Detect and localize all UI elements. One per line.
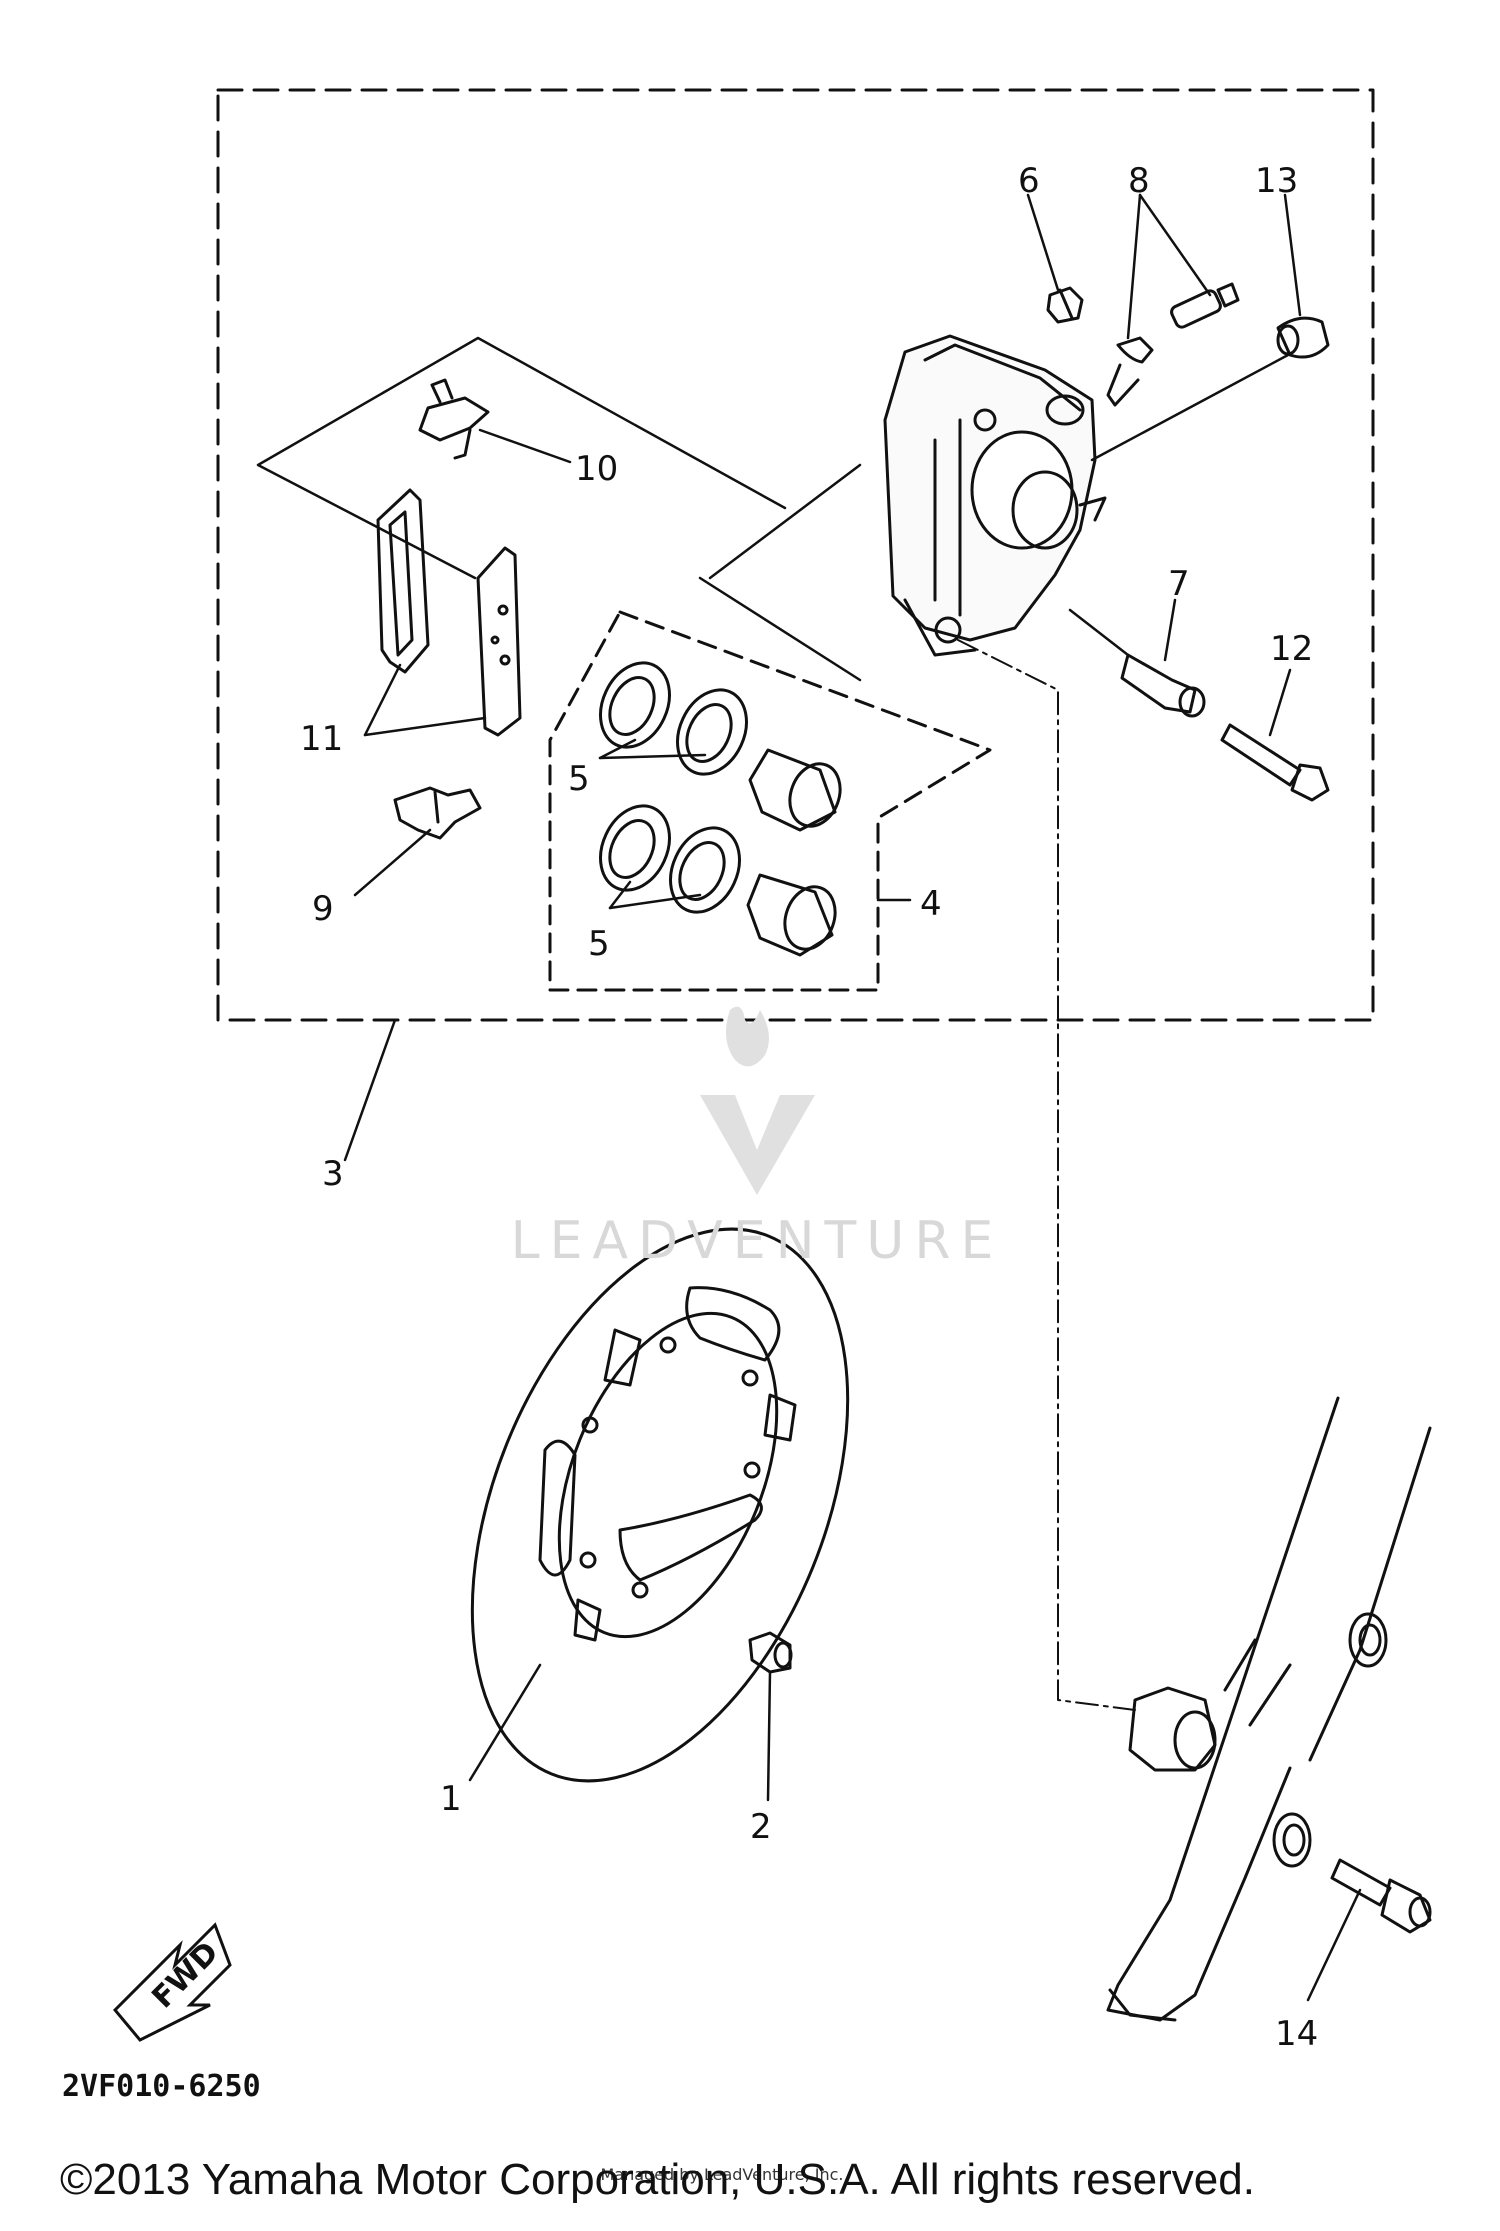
seal-kit-box (548, 610, 992, 992)
callout-13: 13 (1255, 161, 1298, 201)
callout-10: 10 (575, 449, 618, 489)
forward-arrow: FWD (112, 1922, 232, 2042)
pad-plane-outline (256, 336, 862, 682)
watermark-brand: LEADVENTURE (511, 1211, 1004, 1271)
callout-9: 9 (312, 889, 334, 929)
callout-6: 6 (1018, 161, 1040, 201)
callout-2: 2 (750, 1807, 772, 1847)
disc-screw (748, 1631, 793, 1674)
piston-seals-lower (599, 804, 741, 914)
assembly-centerline (957, 639, 1136, 1711)
copyright-notice: ©2013 Yamaha Motor Corporation, U.S.A. A… (60, 2155, 1255, 2204)
callout-5-upper: 5 (568, 759, 590, 799)
pad-support (393, 786, 482, 840)
pad-spring (418, 378, 490, 460)
callout-14: 14 (1275, 2014, 1318, 2054)
piston-seals-upper (599, 661, 748, 776)
brake-caliper (883, 334, 1107, 657)
callout-5-lower: 5 (588, 924, 610, 964)
front-fork (1106, 1396, 1432, 2022)
watermark: LEADVENTURE Managed by LeadVenture, Inc. (511, 1006, 1004, 2184)
diagram-code: 2VF010-6250 (62, 2069, 261, 2104)
callout-12: 12 (1270, 629, 1313, 669)
callout-8: 8 (1128, 161, 1150, 201)
callout-7: 7 (1168, 564, 1190, 604)
leader-lines (343, 193, 1362, 2002)
bleed-screw-set (1106, 282, 1240, 407)
brake-disc (470, 1227, 850, 1783)
caliper-bolt (1220, 723, 1330, 802)
watermark-managed: Managed by LeadVenture, Inc. (600, 2165, 843, 2184)
piston-upper (748, 748, 842, 832)
callout-3: 3 (322, 1154, 344, 1194)
piston-lower (746, 873, 837, 957)
callout-4: 4 (920, 884, 942, 924)
caliper-pin (1120, 653, 1206, 718)
callout-11: 11 (300, 719, 343, 759)
bleed-cap (1046, 286, 1084, 324)
brake-pads (376, 488, 522, 737)
callout-numbers: 6 8 13 10 7 12 11 5 9 4 5 3 1 2 14 (300, 161, 1318, 2054)
dust-cap (1276, 316, 1330, 359)
callout-1: 1 (440, 1779, 462, 1819)
flange-bolt (1330, 1858, 1432, 1934)
caliper-assembly-box (216, 88, 1375, 1022)
